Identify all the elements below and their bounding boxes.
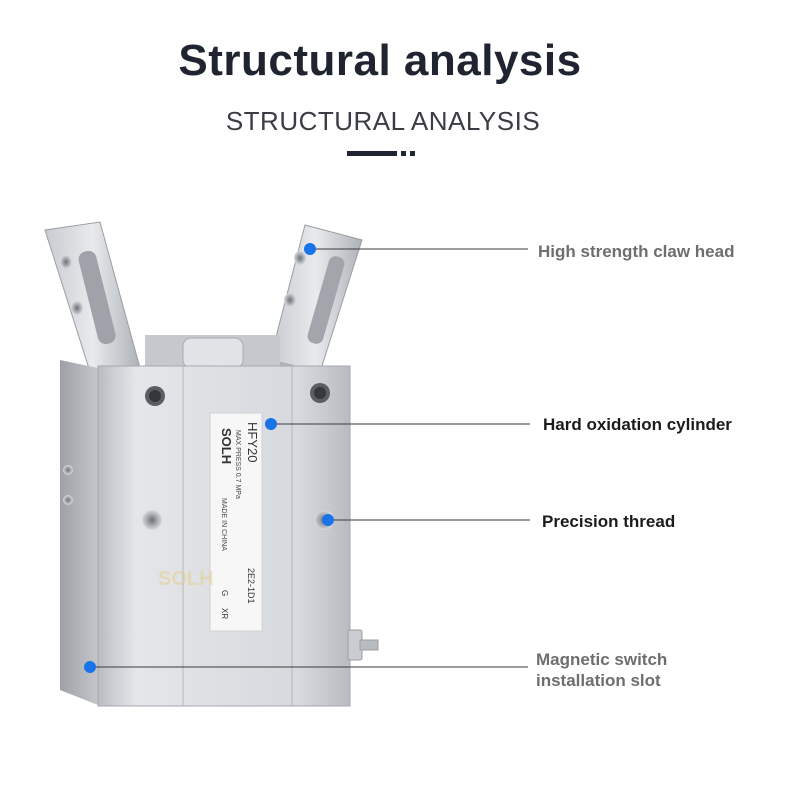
callout-label-magnetic-slot: Magnetic switch installation slot bbox=[536, 649, 667, 691]
mark-g: G bbox=[220, 590, 229, 596]
callout-dot-marker bbox=[84, 661, 96, 673]
max-press-text: MAX PRESS 0.7 MPa bbox=[234, 430, 241, 499]
callout-dot-marker bbox=[322, 514, 334, 526]
made-in-text: MADE IN CHINA bbox=[220, 498, 227, 551]
watermark: SOLH bbox=[158, 568, 214, 590]
callout-label-claw-head: High strength claw head bbox=[538, 242, 735, 261]
callout-label-line: installation slot bbox=[536, 671, 661, 690]
page-subtitle: STRUCTURAL ANALYSIS bbox=[225, 106, 541, 136]
mark-xr: XR bbox=[220, 608, 229, 619]
callout-lines bbox=[90, 248, 530, 668]
callout-label-thread: Precision thread bbox=[542, 512, 676, 531]
page-title: Structural analysis bbox=[178, 36, 582, 85]
product-label-plate: SOLH HFY20 MAX PRESS 0.7 MPa MADE IN CHI… bbox=[209, 412, 263, 632]
callout-dot-marker bbox=[304, 243, 316, 255]
code-text: 2E2-1D1 bbox=[246, 568, 256, 604]
callout-dot-marker bbox=[265, 418, 277, 430]
callout-label-cylinder: Hard oxidation cylinder bbox=[543, 415, 732, 434]
callout-label-line: Magnetic switch bbox=[536, 650, 668, 669]
model-number: HFY20 bbox=[245, 422, 260, 462]
brand-logo: SOLH bbox=[219, 428, 234, 464]
